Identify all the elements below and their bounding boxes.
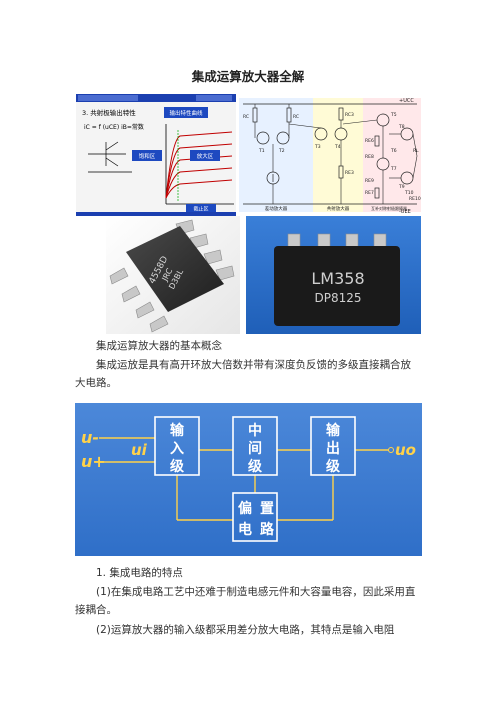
label-rc-left: RC xyxy=(243,114,249,120)
label-t9: T9 xyxy=(398,184,405,190)
dip-chip-photo: 4558D JRC D3BL xyxy=(106,216,240,334)
section-heading-basic-concept: 集成运算放大器的基本概念 xyxy=(75,338,421,356)
label-t5: T5 xyxy=(390,112,397,118)
slide-heading: 3. 共射极输出特性 xyxy=(82,108,136,117)
stage-middle-label: 共射放大器 xyxy=(327,205,350,212)
label-t4: T4 xyxy=(334,144,341,150)
point-2-paragraph: (2)运算放大器的输入级都采用差分放大电路，其特点是输入电阻 xyxy=(75,622,421,640)
point-1-text: (1)在集成电路工艺中还难于制造电感元件和大容量电容，因此采用直接耦合。 xyxy=(75,586,416,616)
opamp-block-diagram: u- u+ ui uo 输 入 级 中 间 级 输 出 级 偏 置 电 路 xyxy=(75,403,422,556)
stage-output-label: 互补对称射极跟随器 xyxy=(371,205,407,211)
cutoff-region-label: 截止区 xyxy=(193,206,208,213)
label-t10: T10 xyxy=(404,190,414,196)
input-stage-char1: 输 xyxy=(170,422,185,439)
label-rl: RL xyxy=(413,148,419,154)
lm358-marking-line1: LM358 xyxy=(311,269,364,288)
point-2-text: (2)运算放大器的输入级都采用差分放大电路，其特点是输入电阻 xyxy=(96,624,395,636)
label-re8: RE8 xyxy=(365,154,374,160)
lm358-chip-photo: LM358 DP8125 xyxy=(246,216,421,334)
bias-char3: 电 xyxy=(238,521,252,538)
opamp-circuit-diagram: +UCC -UEE xyxy=(239,94,421,216)
output-stage-char3: 级 xyxy=(326,458,341,475)
output-characteristic-slide: 3. 共射极输出特性 输出特性曲线 iC = f (uCE) iB=常数 饱和区… xyxy=(76,94,236,216)
block-diagram-graphic: u- u+ ui uo 输 入 级 中 间 级 输 出 级 偏 置 电 路 xyxy=(75,403,422,556)
bias-char4: 路 xyxy=(260,521,275,538)
vcc-label: +UCC xyxy=(399,98,414,104)
input-stage-char2: 入 xyxy=(170,441,184,457)
formula: iC = f (uCE) iB=常数 xyxy=(84,123,144,131)
label-t7: T7 xyxy=(390,166,397,172)
label-t3: T3 xyxy=(314,144,321,150)
circuit-graphic: +UCC -UEE xyxy=(239,94,421,216)
label-re10: RE10 xyxy=(409,196,421,202)
section-basic-concept-text: 集成运算放大器的基本概念 xyxy=(96,340,222,352)
definition-paragraph: 集成运放是具有高开环放大倍数并带有深度负反馈的多级直接耦合放大电路。 xyxy=(75,357,421,392)
input-stage-char3: 级 xyxy=(170,458,185,475)
label-t1: T1 xyxy=(258,148,265,154)
curve-title: 输出特性曲线 xyxy=(169,109,203,117)
label-t2: T2 xyxy=(278,148,285,154)
middle-stage-char1: 中 xyxy=(248,422,262,439)
vee-label: -UEE xyxy=(399,209,411,215)
label-t8: T8 xyxy=(398,124,405,130)
amplification-region-label: 放大区 xyxy=(197,152,214,160)
section-ic-features-text: 1. 集成电路的特点 xyxy=(96,567,183,579)
slide-graphic: 3. 共射极输出特性 输出特性曲线 iC = f (uCE) iB=常数 饱和区… xyxy=(76,94,236,216)
point-1-paragraph: (1)在集成电路工艺中还难于制造电感元件和大容量电容，因此采用直接耦合。 xyxy=(75,584,421,619)
label-re7: RE7 xyxy=(365,190,374,196)
output-stage-char2: 出 xyxy=(326,440,340,457)
lm358-chip-graphic: LM358 DP8125 xyxy=(246,216,421,334)
input-plus-label: u+ xyxy=(81,452,106,471)
bias-char2: 置 xyxy=(260,500,274,517)
dip-chip-graphic: 4558D JRC D3BL xyxy=(106,216,240,334)
label-re6: RE6 xyxy=(365,138,374,144)
output-stage-char1: 输 xyxy=(326,422,341,439)
label-re9: RE9 xyxy=(365,178,374,184)
label-re3: RE3 xyxy=(345,170,354,176)
lm358-marking-line2: DP8125 xyxy=(314,291,361,305)
label-rc-right: RC xyxy=(293,114,299,120)
bias-char1: 偏 xyxy=(238,500,252,517)
definition-text: 集成运放是具有高开环放大倍数并带有深度负反馈的多级直接耦合放大电路。 xyxy=(75,359,411,389)
section-heading-ic-features: 1. 集成电路的特点 xyxy=(75,565,421,583)
output-uo-label: uo xyxy=(395,441,416,459)
middle-stage-char2: 间 xyxy=(248,440,262,457)
stage-input-label: 差动放大器 xyxy=(265,205,288,212)
page-title: 集成运算放大器全解 xyxy=(191,69,305,84)
input-ui-label: ui xyxy=(131,441,148,459)
label-t6: T6 xyxy=(390,148,397,154)
saturation-region-label: 饱和区 xyxy=(139,152,156,160)
middle-stage-char3: 级 xyxy=(248,458,263,475)
input-minus-label: u- xyxy=(81,428,99,447)
label-rc3: RC3 xyxy=(345,112,354,118)
